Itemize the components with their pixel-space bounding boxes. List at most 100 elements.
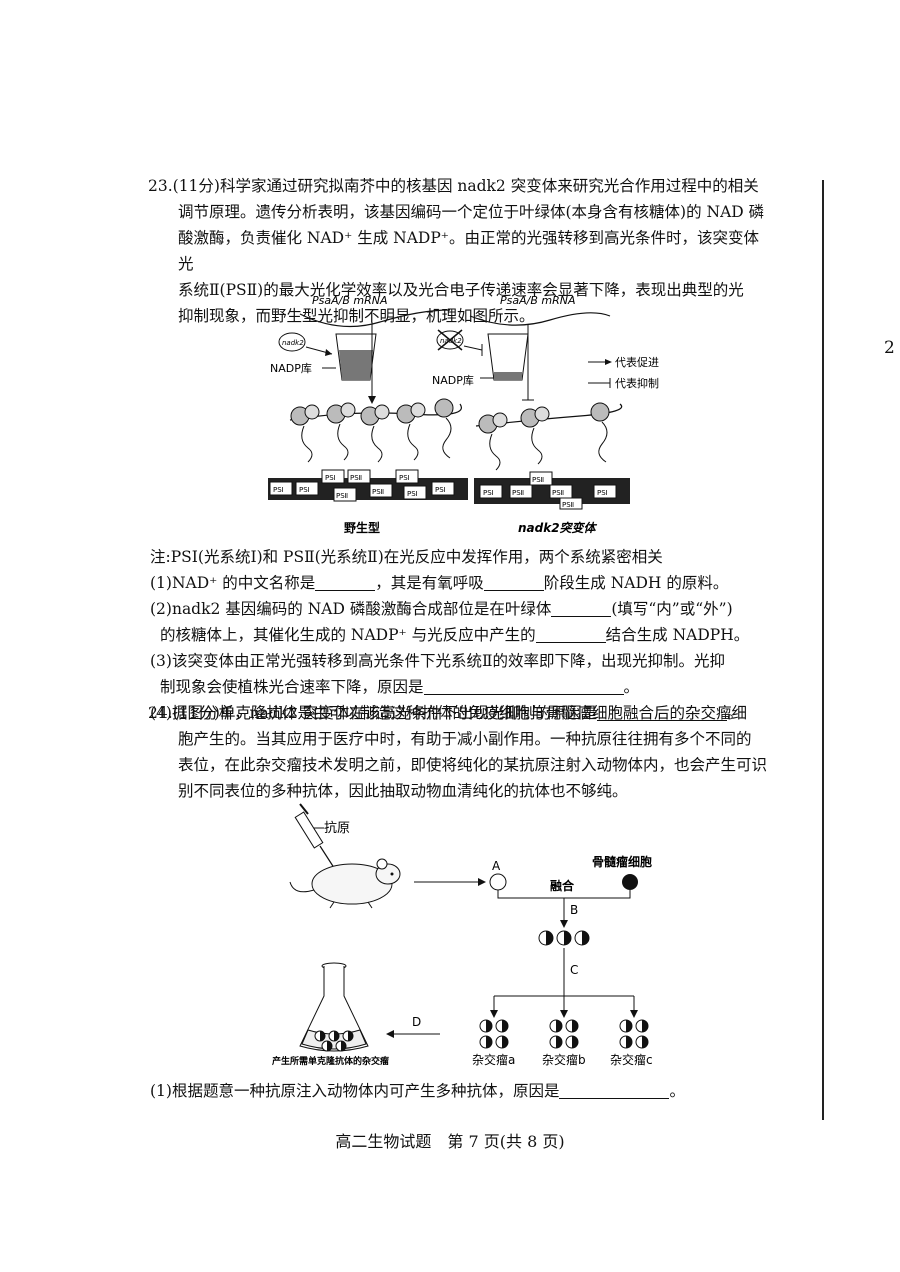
b-cell-a [489,873,507,891]
question-23-stem: 23.(11分)科学家通过研究拟南芥中的核基因 nadk2 突变体来研究光合作用… [148,173,768,329]
left-vertical-arrowhead [368,396,376,404]
hybridoma-a-cells [479,1019,509,1049]
svg-text:PSⅠ: PSⅠ [483,489,494,497]
left-nadp-pool-label: NADP库 [270,362,312,375]
right-mrna-strand [469,312,611,326]
q23-sub2-text: (填写“内”或“外”) [611,600,733,618]
step-d-label: D [412,1015,421,1029]
fusion-label: 融合 [550,878,575,893]
q23-sub1-blank1[interactable] [315,574,376,591]
flask-caption: 产生所需单克隆抗体的杂交瘤 [272,1055,389,1067]
q23-sub1-blank2[interactable] [483,574,544,591]
page-footer: 高二生物试题 第 7 页(共 8 页) [335,1132,565,1151]
right-nadp-pool-label: NADP库 [432,374,474,387]
right-photosystem-boxes: PSⅠ PSⅡ PSⅡ PSⅡ PSⅡ PSⅠ [479,471,617,510]
step-c-label: C [570,963,578,977]
hybridoma-b-label: 杂交瘤b [542,1052,586,1067]
q24-line: 表位，在此杂交瘤技术发明之前，即使将纯化的某抗原注射入动物体内，也会产生可识 [178,756,768,774]
legend-inhibit-label: 代表抑制 [615,376,659,390]
legend-promote-label: 代表促进 [615,355,659,369]
myeloma-cell [622,874,638,890]
svg-text:PSⅠ: PSⅠ [399,474,410,482]
svg-text:PSⅡ: PSⅡ [512,489,524,497]
q24-line: 胞产生的。当其应用于医疗中时，有助于减小副作用。一种抗原往往拥有多个不同的 [178,730,752,748]
wildtype-caption: 野生型 [344,520,380,535]
q23-sub4-text: (4)据图分析，nadk2 突变体在该高光条件下出现光抑制的原因是 [150,704,598,722]
svg-text:PSⅠ: PSⅠ [597,489,608,497]
left-nadk2-label: nadk2 [282,339,304,347]
legend-promote-arrowhead [605,359,612,365]
svg-text:PSⅠ: PSⅠ [325,474,336,482]
fused-cells [538,930,590,946]
q23-line: 23.(11分)科学家通过研究拟南芥中的核基因 nadk2 突变体来研究光合作用… [148,177,759,195]
q23-sub3-blank[interactable] [423,678,624,695]
svg-text:PSⅠ: PSⅠ [299,486,310,494]
q23-sub1: (1)NAD⁺ 的中文名称是 ，其是有氧呼吸 阶段生成 NADH 的原料。 [150,570,770,596]
q24-line: 别不同表位的多种抗体，因此抽取动物血清纯化的抗体也不够纯。 [178,782,628,800]
q23-sub4-text: 。 [727,704,743,722]
step-b-label: B [570,903,578,917]
q23-photosystem-figure: PsaA/B mRNA nadk2 NADP库 [268,294,659,535]
hybridoma-a-label: 杂交瘤a [472,1052,515,1067]
q23-line: 系统Ⅱ(PSⅡ)的最大光化学效率以及光合电子传递速率会显著下降，表现出典型的光 [178,281,744,299]
q23-note: 注:PSⅠ(光系统Ⅰ)和 PSⅡ(光系统Ⅱ)在光反应中发挥作用，两个系统紧密相关 [150,548,663,566]
question-23-subquestions: 注:PSⅠ(光系统Ⅰ)和 PSⅡ(光系统Ⅱ)在光反应中发挥作用，两个系统紧密相关… [150,544,770,726]
svg-text:PSⅡ: PSⅡ [562,501,574,509]
hybridoma-c-cells [619,1019,649,1049]
cell-a-label: A [492,859,501,873]
side-page-number: 2 [884,338,895,358]
left-photosystem-boxes: PSⅠ PSⅠ PSⅠ PSⅡ PSⅡ PSⅡ PSⅠ PSⅠ PSⅠ [269,469,455,502]
hybridoma-c-label: 杂交瘤c [610,1052,653,1067]
q23-sub1-text: (1)NAD⁺ 的中文名称是 [150,574,316,592]
right-inhibit-line [463,345,483,351]
q23-sub2-blank2[interactable] [535,626,606,643]
arrowhead [386,1030,394,1038]
q23-sub2-text: (2)nadk2 基因编码的 NAD 磷酸激酶合成部位是在叶绿体 [150,600,552,618]
svg-text:PSⅡ: PSⅡ [350,474,362,482]
mutant-caption: nadk2突变体 [518,521,598,535]
hybridoma-b-cells [549,1019,579,1049]
q23-sub4-blank[interactable] [597,704,728,721]
q23-sub3-text: 。 [623,678,640,696]
q23-sub3: (3)该突变体由正常光强转移到高光条件下光系统Ⅱ的效率即下降，出现光抑制。光抑 [150,652,725,670]
q24-sub1-blank[interactable] [559,1082,670,1099]
syringe-icon [294,803,339,875]
right-nadk2-cross [437,329,463,351]
q24-sub1: (1)根据题意一种抗原注入动物体内可产生多种抗体，原因是 。 [150,1078,770,1104]
myeloma-label: 骨髓瘤细胞 [592,854,652,869]
left-arrowhead [325,349,332,356]
q23-sub2-cont: 的核糖体上，其催化生成的 NADP⁺ 与光反应中产生的结合生成 NADPH。 [150,622,770,648]
question-24-subquestions: (1)根据题意一种抗原注入动物体内可产生多种抗体，原因是 。 [150,1078,770,1104]
q23-line: 调节原理。遗传分析表明，该基因编码一个定位于叶绿体(本身含有核糖体)的 NAD … [178,203,765,221]
right-nadp-pool-fill [494,372,522,380]
svg-text:PSⅡ: PSⅡ [372,488,384,496]
left-ribosome-chain [289,398,462,463]
q23-sub2-blank1[interactable] [551,600,612,617]
arrowhead [630,1010,638,1018]
left-nadk2-enzyme [278,332,306,352]
q23-sub4: (4)据图分析，nadk2 突变体在该高光条件下出现光抑制的原因是 。 [150,700,770,726]
arrowhead [560,920,568,928]
q24-sub1-text: 。 [669,1082,685,1100]
q23-sub1-text: 阶段生成 NADH 的原料。 [543,574,729,592]
q24-sub1-text: (1)根据题意一种抗原注入动物体内可产生多种抗体，原因是 [150,1082,560,1100]
svg-text:PSⅠ: PSⅠ [407,490,418,498]
svg-text:PSⅡ: PSⅡ [336,492,348,500]
left-mrna-label: PsaA/B mRNA [312,294,388,307]
question-24-stem: 24.(11分)单克隆抗体是由可以制造这种抗体的免疫细胞与骨髓瘤细胞融合后的杂交… [148,700,768,804]
column-divider [822,180,824,1120]
q23-sub2-text: 结合生成 NADPH。 [605,626,750,644]
arrowhead [490,1010,498,1018]
q23-sub1-text: ，其是有氧呼吸 [375,574,484,592]
right-mrna-label: PsaA/B mRNA [500,294,576,307]
antigen-label: 抗原 [324,821,350,836]
culture-flask-icon [299,962,369,1052]
q23-sub2: (2)nadk2 基因编码的 NAD 磷酸激酶合成部位是在叶绿体 (填写“内”或“… [150,596,770,622]
q23-line: 酸激酶，负责催化 NAD⁺ 生成 NADP⁺。由正常的光强转移到高光条件时，该突… [178,229,759,273]
q23-sub3-text: 制现象会使植株光合速率下降，原因是 [160,678,424,696]
q23-line: 抑制现象，而野生型光抑制不明显，机理如图所示。 [178,307,535,325]
svg-text:PSⅡ: PSⅡ [552,489,564,497]
svg-text:PSⅠ: PSⅠ [435,486,446,494]
svg-text:PSⅡ: PSⅡ [532,476,544,484]
